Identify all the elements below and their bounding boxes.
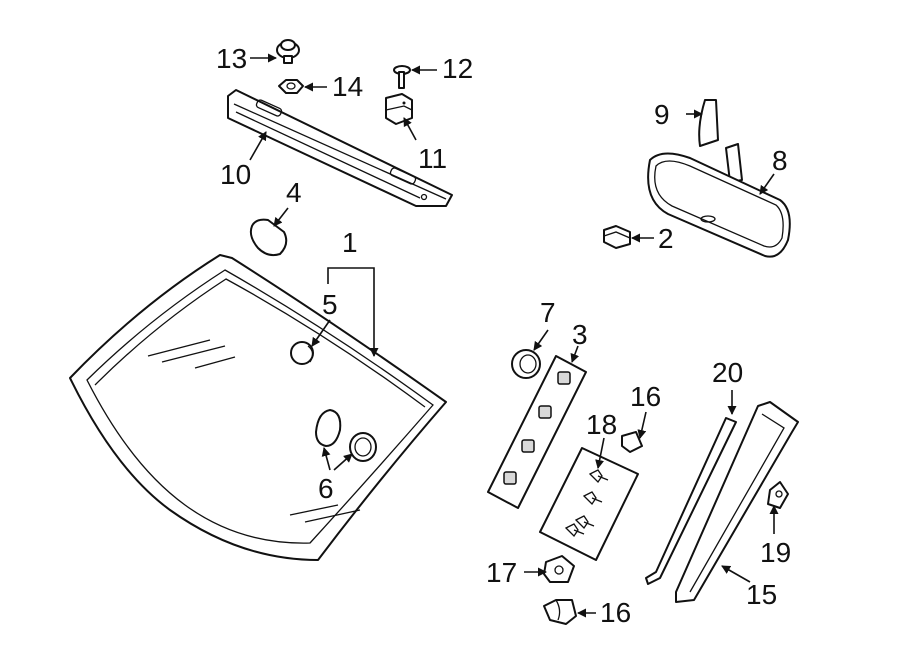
callout-16-lower: 16: [600, 597, 631, 628]
callout-13: 13: [216, 43, 247, 74]
callout-10: 10: [220, 159, 251, 190]
callout-6: 6: [318, 473, 334, 504]
pillar-trim-part-15: [675, 401, 799, 603]
callout-8: 8: [772, 145, 788, 176]
callout-labels: 13 14 12 11 10 4 9 8 2 1 5 6 7 3 16 18 1…: [216, 43, 791, 628]
clip-part-2: [603, 225, 631, 249]
ring-part-7: [511, 349, 541, 379]
nut-part-14: [278, 79, 304, 94]
callout-17: 17: [486, 557, 517, 588]
callout-18: 18: [586, 409, 617, 440]
clip-part-16-upper: [621, 431, 643, 453]
callout-19: 19: [760, 537, 791, 568]
clip-part-16-lower: [543, 599, 577, 625]
callout-1: 1: [342, 227, 358, 258]
callout-5: 5: [322, 289, 338, 320]
clip-part-19: [767, 481, 789, 509]
callout-20: 20: [712, 357, 743, 388]
callout-12: 12: [442, 53, 473, 84]
pad-part-4: [249, 218, 288, 257]
callout-11: 11: [418, 143, 447, 174]
sensor-part-5: [290, 341, 314, 365]
callout-14: 14: [332, 71, 363, 102]
header-panel-part-10: [227, 89, 453, 207]
callout-3: 3: [572, 319, 588, 350]
callout-9: 9: [654, 99, 670, 130]
screw-part-12: [393, 65, 411, 89]
grommet-part-13: [276, 39, 300, 64]
callout-15: 15: [746, 579, 777, 610]
callout-16-upper: 16: [630, 381, 661, 412]
clip-part-17: [543, 555, 575, 583]
leader-lines: [249, 53, 779, 618]
windshield-glass: [69, 254, 447, 561]
rearview-mirror-part-8: [647, 143, 791, 258]
callout-7: 7: [540, 297, 556, 328]
pins-card-part-18: [539, 447, 639, 561]
mount-pads-part-6: [315, 409, 377, 462]
weatherstrip-part-20: [645, 417, 737, 585]
callout-2: 2: [658, 223, 674, 254]
callout-4: 4: [286, 177, 302, 208]
clip-strip-part-3: [487, 355, 587, 509]
cover-part-9: [698, 99, 719, 147]
bracket-part-11: [385, 93, 413, 125]
